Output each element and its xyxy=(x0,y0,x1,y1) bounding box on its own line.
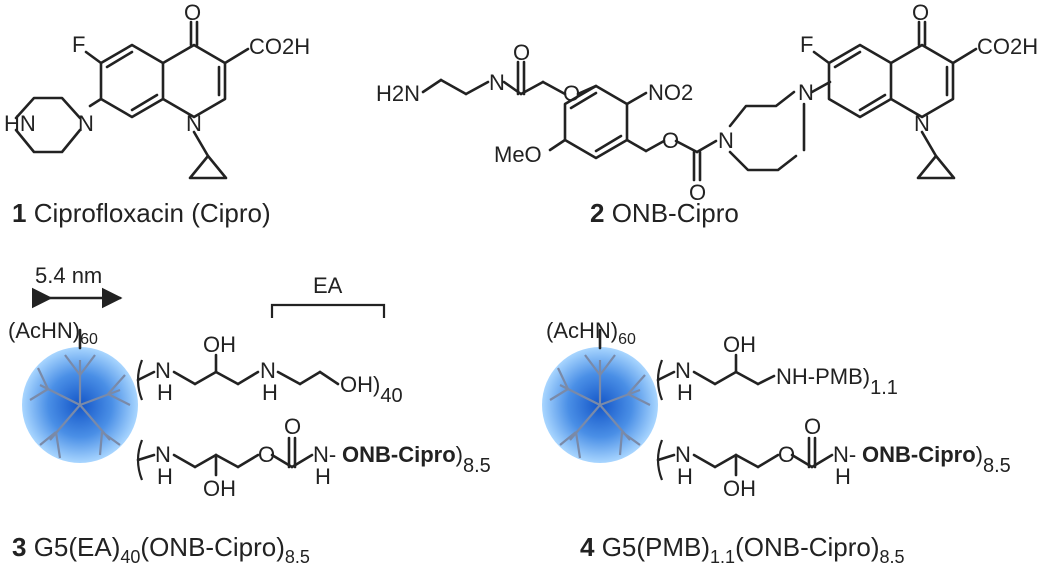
m4-upper-terminal: NH-PMB)1.1 xyxy=(776,364,898,399)
m3-upper-n2: N xyxy=(260,358,276,383)
m2-carboxylic-acid: CO2H xyxy=(977,34,1038,59)
m4-lower-oh: OH xyxy=(723,476,756,501)
m4-dendrimer-sphere xyxy=(542,328,658,463)
m3-upper-h1: H xyxy=(157,380,173,405)
m2-nitro-group: NO2 xyxy=(648,80,693,105)
m4-upper-open-paren xyxy=(656,359,664,401)
m3-lower-drug: ONB-Cipro)8.5 xyxy=(342,442,491,477)
m1-caption: 1 Ciprofloxacin (Cipro) xyxy=(12,198,271,228)
m3-ea-label: EA xyxy=(313,273,343,298)
m3-scale-label: 5.4 nm xyxy=(35,263,102,288)
m4-lower-carbamate-h: H xyxy=(835,464,851,489)
m2-carbonyl-oxygen: O xyxy=(689,180,706,205)
m3-upper-n1: N xyxy=(155,358,171,383)
m3-dendrimer-sphere xyxy=(22,328,138,463)
m3-surface-groups: (AcHN)60 xyxy=(8,318,98,348)
m3-lower-n: N xyxy=(155,442,171,467)
m4-upper-h1: H xyxy=(677,380,693,405)
m2-amide-oxygen: O xyxy=(513,40,530,65)
m3-upper-h2: H xyxy=(262,380,278,405)
molecule-1-ciprofloxacin: O CO2H F N N HN 1 Ciprofloxacin (Cipro) xyxy=(4,0,310,228)
m2-keto-oxygen: O xyxy=(912,0,929,25)
m3-ea-bracket xyxy=(270,303,386,318)
molecule-3-dendrimer-ea: 5.4 nm EA (AcHN)60 xyxy=(8,263,491,567)
m2-fluorine: F xyxy=(800,32,813,57)
m4-lower-carbamate-n: N- xyxy=(833,442,856,467)
m2-carbamate-nitrogen: N xyxy=(718,128,734,153)
m2-quinolone-nitrogen: N xyxy=(914,111,930,136)
molecule-2-onb-cipro: H2N N O O NO2 MeO O N O N F O CO2H N 2 O… xyxy=(376,0,1038,228)
m4-lower-h: H xyxy=(677,464,693,489)
molecule-4-dendrimer-pmb: (AcHN)60 N H OH NH- xyxy=(542,318,1011,567)
m4-lower-n: N xyxy=(675,442,691,467)
m4-upper-n1: N xyxy=(675,358,691,383)
m2-methoxy: MeO xyxy=(494,142,542,167)
m2-ether-oxygen: O xyxy=(563,81,580,106)
m1-piperazine-nitrogen: N xyxy=(78,111,94,136)
m4-upper-oh: OH xyxy=(723,332,756,357)
m2-piperazine-nitrogen: N xyxy=(798,80,814,105)
m4-lower-carbonyl-o: O xyxy=(804,414,821,439)
m4-lower-ester-o: O xyxy=(778,442,795,467)
m3-upper-terminal: OH)40 xyxy=(340,372,403,407)
m1-piperazine-nh: HN xyxy=(4,111,36,136)
m1-carboxylic-acid: CO2H xyxy=(249,34,310,59)
m1-keto-oxygen: O xyxy=(184,0,201,25)
m3-caption: 3 G5(EA)40(ONB-Cipro)8.5 xyxy=(12,532,310,567)
m1-quinolone-nitrogen: N xyxy=(186,111,202,136)
m3-lower-ester-o: O xyxy=(258,442,275,467)
m3-lower-carbonyl-o: O xyxy=(284,414,301,439)
m1-fluorine: F xyxy=(72,32,85,57)
m4-lower-drug: ONB-Cipro)8.5 xyxy=(862,442,1011,477)
m3-lower-oh: OH xyxy=(203,476,236,501)
m3-upper-oh: OH xyxy=(203,332,236,357)
m2-amine: H2N xyxy=(376,81,420,106)
m4-caption: 4 G5(PMB)1.1(ONB-Cipro)8.5 xyxy=(580,532,905,567)
m3-lower-carbamate-h: H xyxy=(315,464,331,489)
m2-amide-nitrogen: N xyxy=(489,70,505,95)
m4-lower-open-paren xyxy=(656,439,664,481)
m4-surface-groups: (AcHN)60 xyxy=(546,318,636,348)
m3-lower-h: H xyxy=(157,464,173,489)
m3-lower-carbamate-n: N- xyxy=(313,442,336,467)
m2-caption: 2 ONB-Cipro xyxy=(590,198,739,228)
m3-upper-open-paren xyxy=(136,359,144,401)
m3-lower-open-paren xyxy=(136,439,144,481)
m2-ester-oxygen: O xyxy=(662,128,679,153)
